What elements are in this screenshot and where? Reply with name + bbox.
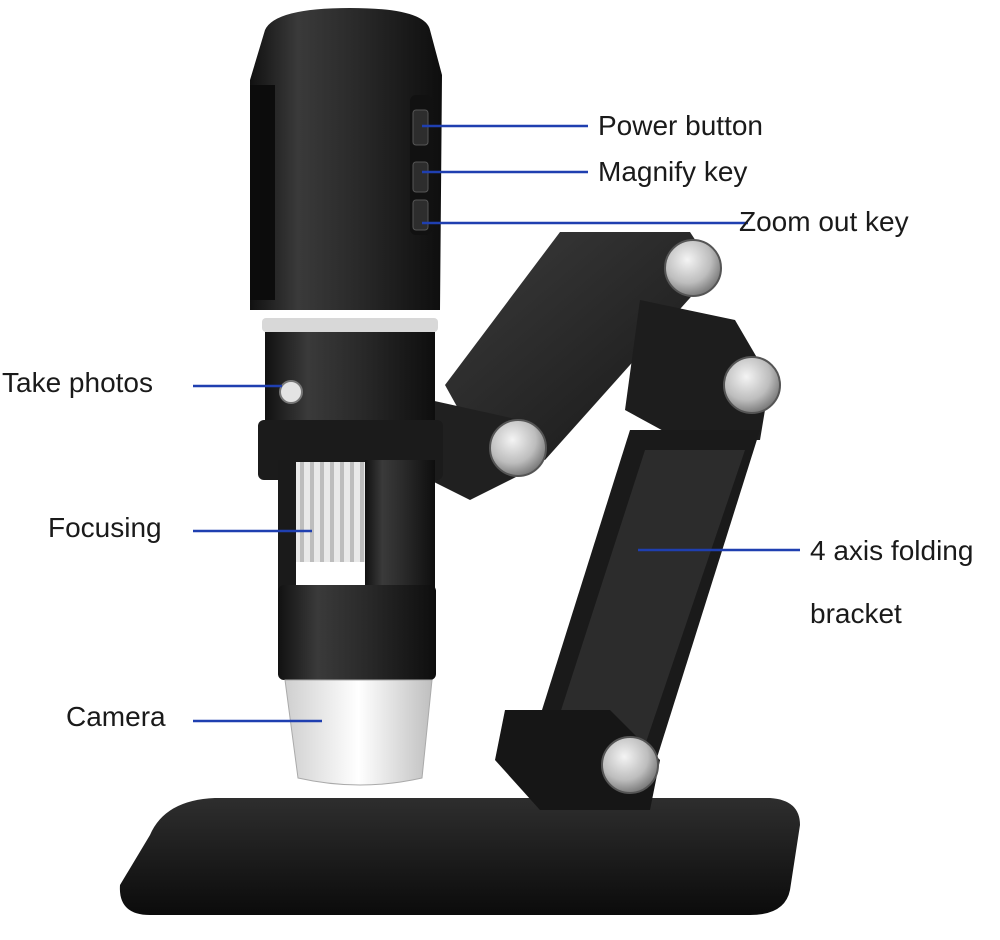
- magnify-key: [412, 161, 429, 193]
- focusing-ring: [288, 462, 368, 562]
- label-power-button: Power button: [598, 110, 763, 141]
- label-folding-bracket-line2: bracket: [810, 598, 902, 629]
- label-zoom-out-key: Zoom out key: [739, 206, 909, 237]
- hinge-foot: [601, 736, 659, 794]
- power-button: [412, 109, 429, 146]
- hinge-clamp: [489, 419, 547, 477]
- zoom-out-key: [412, 199, 429, 231]
- microscope-body: [250, 8, 443, 786]
- folding-bracket: [430, 232, 770, 810]
- label-camera: Camera: [66, 701, 166, 732]
- label-take-photos: Take photos: [2, 367, 153, 398]
- leader-lines: [193, 124, 800, 723]
- stand-base: [119, 798, 801, 915]
- take-photos-button: [279, 380, 303, 404]
- hinge-top: [664, 239, 722, 297]
- camera-lens: [284, 679, 433, 786]
- label-focusing: Focusing: [48, 512, 162, 543]
- hinge-elbow: [723, 356, 781, 414]
- label-folding-bracket-line1: 4 axis folding: [810, 535, 974, 566]
- bracket-hinges: [489, 239, 781, 794]
- label-magnify-key: Magnify key: [598, 156, 748, 187]
